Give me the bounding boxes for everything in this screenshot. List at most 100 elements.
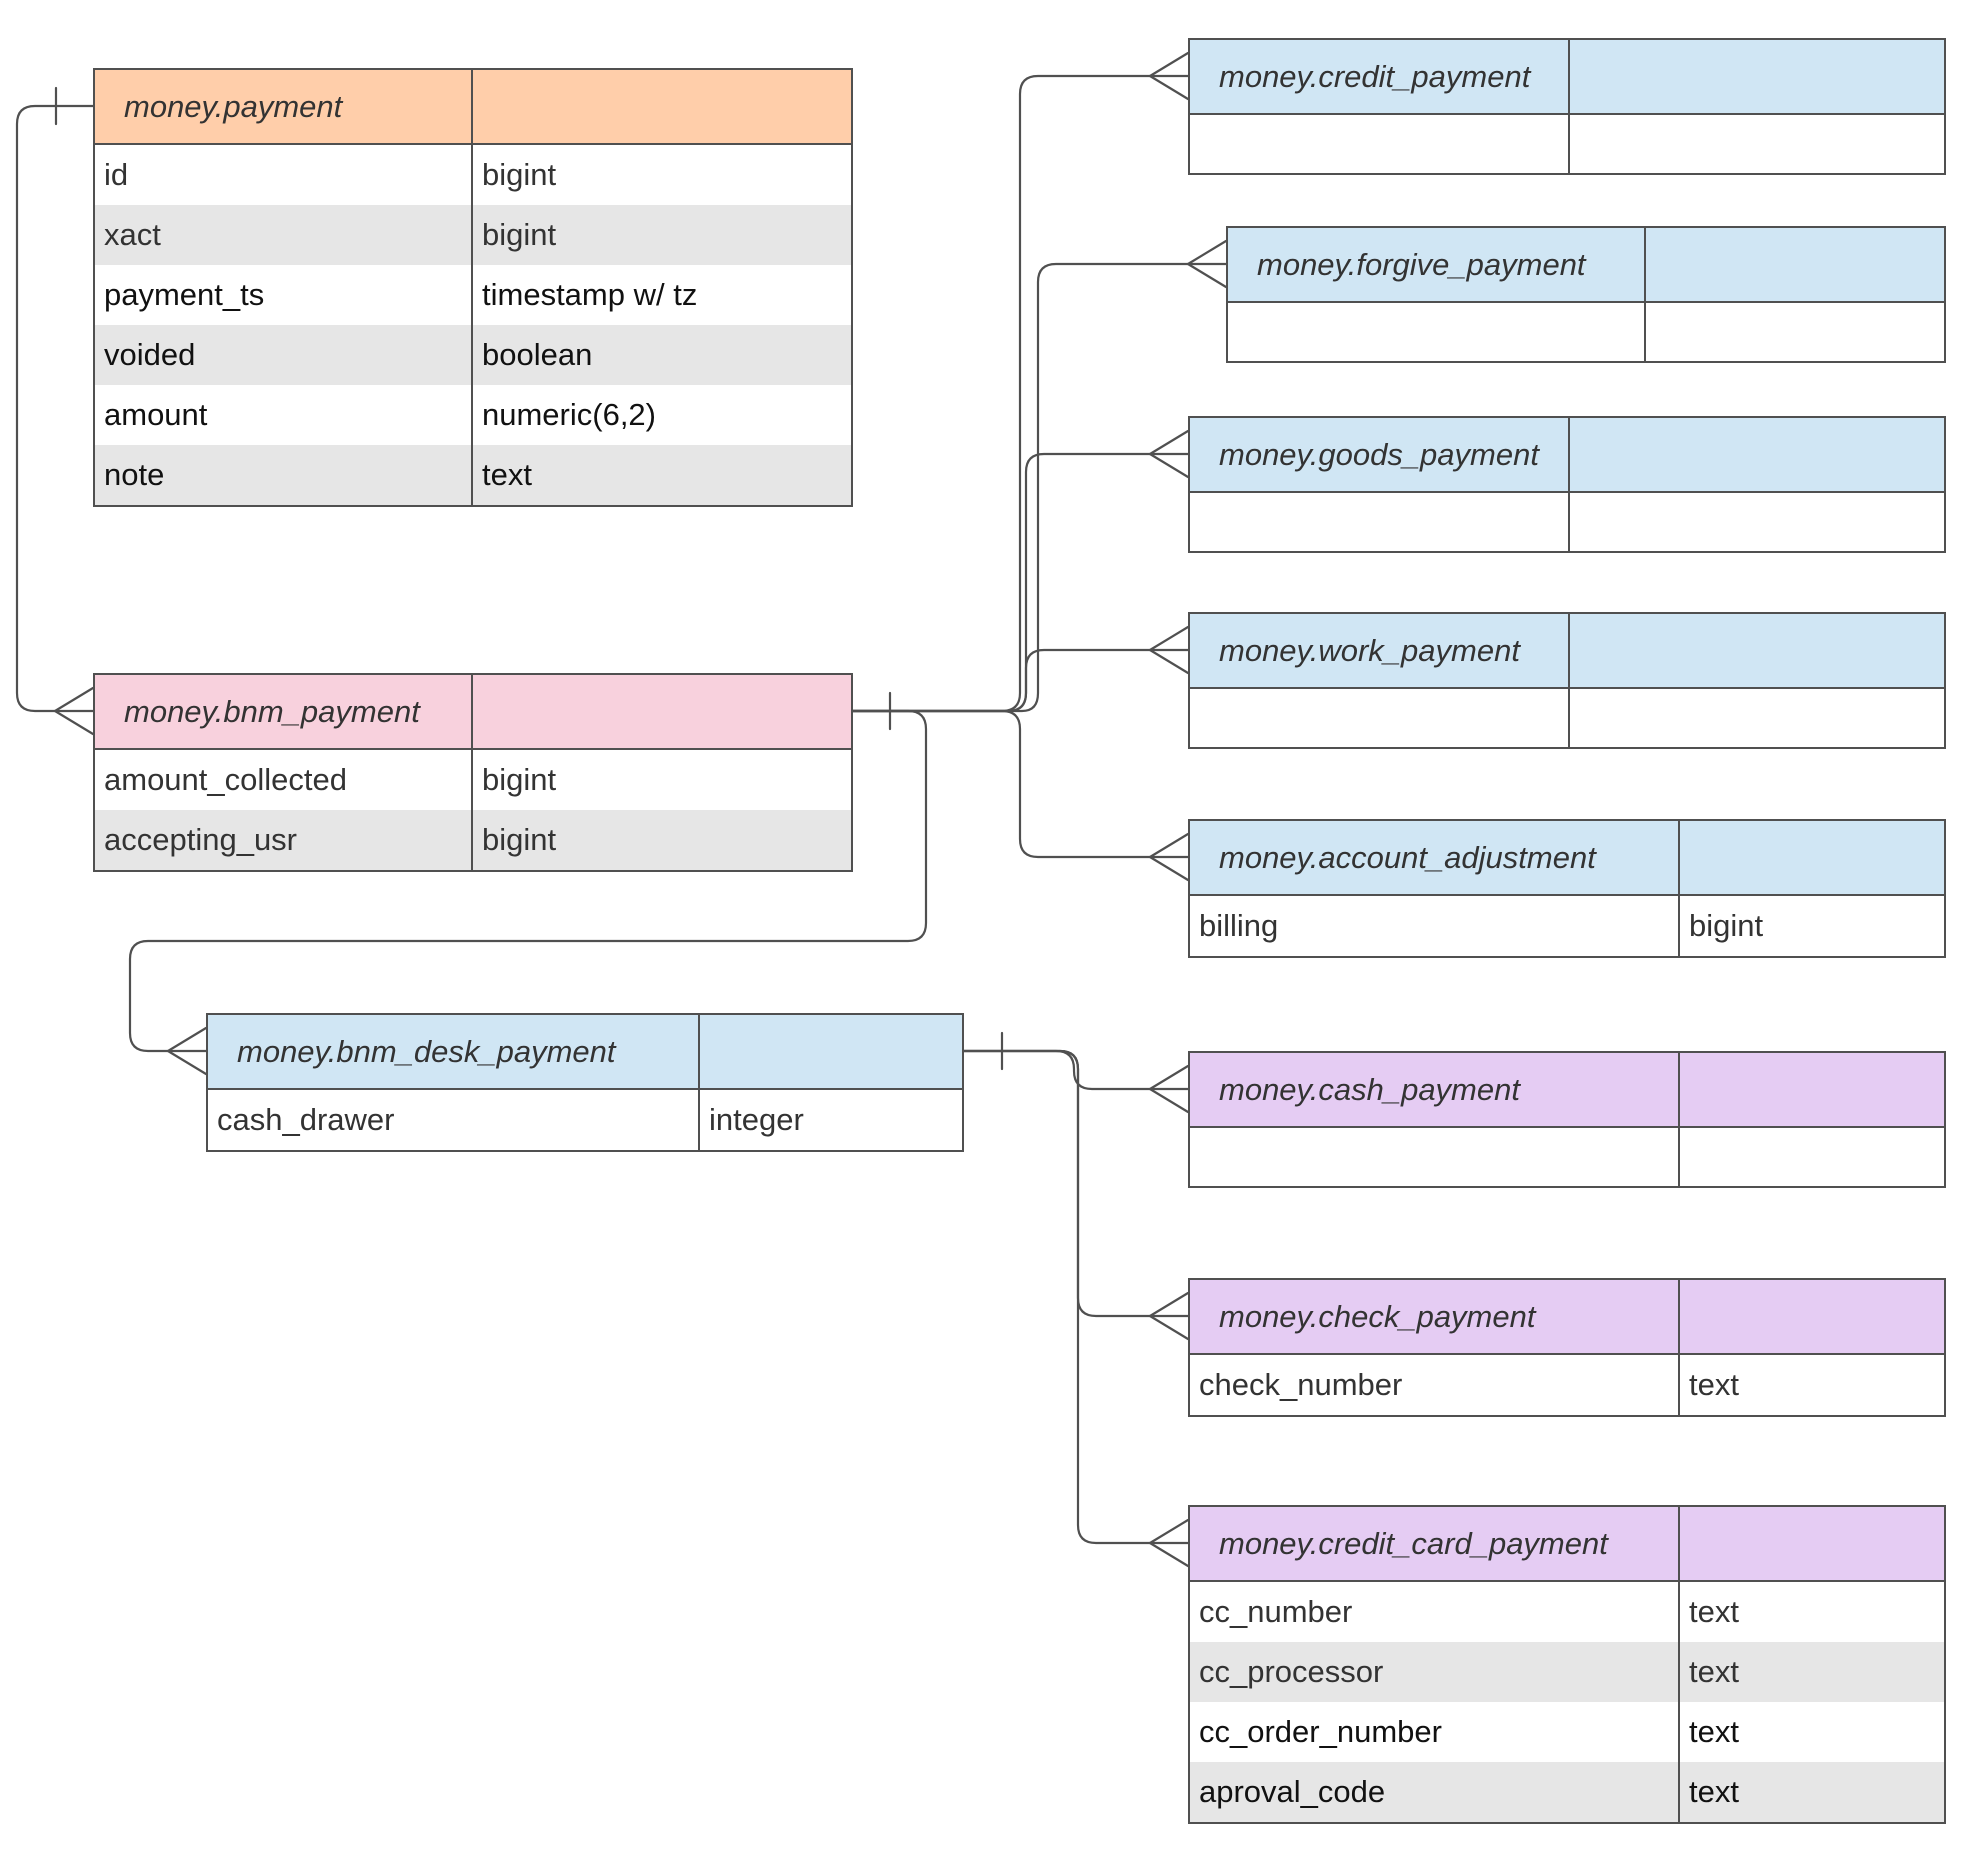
column-name: amount_collected — [95, 750, 473, 810]
table-name: money.forgive_payment — [1228, 228, 1646, 301]
table-name: money.payment — [95, 70, 473, 143]
crow-foot-forgive-payment — [1186, 239, 1228, 289]
column-type: text — [1689, 1654, 1739, 1689]
column-name: cash_drawer — [208, 1090, 700, 1150]
table-row: amount numeric(6,2) — [95, 385, 851, 445]
table-money-work-payment[interactable]: money.work_payment — [1188, 612, 1946, 749]
table-name: money.cash_payment — [1190, 1053, 1680, 1126]
connector-desk-to-credit-card-payment — [962, 1049, 1190, 1545]
table-name: money.bnm_payment — [95, 675, 473, 748]
column-name: accepting_usr — [95, 810, 473, 870]
table-row: payment_ts timestamp w/ tz — [95, 265, 851, 325]
column-type: bigint — [482, 762, 557, 797]
table-name: money.credit_card_payment — [1190, 1507, 1680, 1580]
table-row: xact bigint — [95, 205, 851, 265]
column-type: text — [1689, 1774, 1739, 1809]
table-money-check-payment[interactable]: money.check_payment check_number text — [1188, 1278, 1946, 1417]
column-name: voided — [95, 325, 473, 385]
crow-foot-credit-payment — [1148, 51, 1190, 101]
crow-foot-check-payment — [1148, 1291, 1190, 1341]
column-type: text — [1689, 1367, 1739, 1402]
column-type: bigint — [482, 217, 557, 252]
header-blank-cell — [1680, 1280, 1944, 1353]
column-name: amount — [95, 385, 473, 445]
table-row-empty — [1190, 1128, 1944, 1186]
crow-foot-work-payment — [1148, 625, 1190, 675]
table-name: money.account_adjustment — [1190, 821, 1680, 894]
table-row: accepting_usr bigint — [95, 810, 851, 870]
table-money-goods-payment[interactable]: money.goods_payment — [1188, 416, 1946, 553]
table-header: money.bnm_payment — [95, 675, 851, 750]
empty-cell — [1228, 303, 1646, 361]
table-header: money.account_adjustment — [1190, 821, 1944, 896]
table-header: money.bnm_desk_payment — [208, 1015, 962, 1090]
table-header: money.cash_payment — [1190, 1053, 1944, 1128]
crow-foot-bnm-desk-payment — [166, 1026, 208, 1076]
empty-cell — [1570, 115, 1944, 173]
connector-bnm-to-account-adjustment — [850, 709, 1190, 859]
column-type: numeric(6,2) — [482, 397, 656, 432]
connector-bnm-to-work-payment — [850, 648, 1190, 713]
table-money-forgive-payment[interactable]: money.forgive_payment — [1226, 226, 1946, 363]
header-blank-cell — [1570, 614, 1944, 687]
header-blank-cell — [1680, 1053, 1944, 1126]
column-name: cc_number — [1190, 1582, 1680, 1642]
crow-foot-bnm-payment — [53, 686, 95, 736]
table-row: cc_number text — [1190, 1582, 1944, 1642]
empty-cell — [1190, 1128, 1680, 1186]
column-type: bigint — [1689, 908, 1764, 943]
column-type: bigint — [482, 157, 557, 192]
table-money-cash-payment[interactable]: money.cash_payment — [1188, 1051, 1946, 1188]
column-name: aproval_code — [1190, 1762, 1680, 1822]
crow-foot-credit-card-payment — [1148, 1518, 1190, 1568]
table-name: money.check_payment — [1190, 1280, 1680, 1353]
table-row: aproval_code text — [1190, 1762, 1944, 1822]
table-money-credit-card-payment[interactable]: money.credit_card_payment cc_number text… — [1188, 1505, 1946, 1824]
column-type: integer — [709, 1102, 804, 1137]
column-type: text — [1689, 1594, 1739, 1629]
table-row-empty — [1190, 493, 1944, 551]
table-header: money.goods_payment — [1190, 418, 1944, 493]
crow-foot-account-adjustment — [1148, 832, 1190, 882]
table-name: money.bnm_desk_payment — [208, 1015, 700, 1088]
table-money-bnm-payment[interactable]: money.bnm_payment amount_collected bigin… — [93, 673, 853, 872]
crow-foot-goods-payment — [1148, 429, 1190, 479]
header-blank-cell — [1680, 1507, 1944, 1580]
table-row-empty — [1190, 689, 1944, 747]
table-header: money.check_payment — [1190, 1280, 1944, 1355]
header-blank-cell — [473, 675, 851, 748]
column-name: xact — [95, 205, 473, 265]
header-blank-cell — [1646, 228, 1944, 301]
table-row: billing bigint — [1190, 896, 1944, 956]
table-money-bnm-desk-payment[interactable]: money.bnm_desk_payment cash_drawer integ… — [206, 1013, 964, 1152]
column-type: bigint — [482, 822, 557, 857]
empty-cell — [1680, 1128, 1944, 1186]
crow-foot-cash-payment — [1148, 1064, 1190, 1114]
column-name: check_number — [1190, 1355, 1680, 1415]
table-money-payment[interactable]: money.payment id bigint xact bigint paym… — [93, 68, 853, 507]
header-blank-cell — [1570, 40, 1944, 113]
empty-cell — [1190, 493, 1570, 551]
table-row: amount_collected bigint — [95, 750, 851, 810]
column-type: boolean — [482, 337, 593, 372]
table-row: voided boolean — [95, 325, 851, 385]
column-name: cc_order_number — [1190, 1702, 1680, 1762]
table-row-empty — [1228, 303, 1944, 361]
empty-cell — [1570, 689, 1944, 747]
connector-bnm-to-credit-payment — [850, 74, 1190, 713]
header-blank-cell — [473, 70, 851, 143]
connector-payment-to-bnm-payment — [15, 104, 95, 713]
table-money-credit-payment[interactable]: money.credit_payment — [1188, 38, 1946, 175]
empty-cell — [1190, 115, 1570, 173]
connector-desk-to-cash-payment — [962, 1049, 1190, 1091]
table-header: money.credit_card_payment — [1190, 1507, 1944, 1582]
column-name: id — [95, 145, 473, 205]
column-name: cc_processor — [1190, 1642, 1680, 1702]
column-type: timestamp w/ tz — [482, 277, 698, 312]
table-money-account-adjustment[interactable]: money.account_adjustment billing bigint — [1188, 819, 1946, 958]
empty-cell — [1190, 689, 1570, 747]
table-row-empty — [1190, 115, 1944, 173]
table-header: money.work_payment — [1190, 614, 1944, 689]
header-blank-cell — [700, 1015, 962, 1088]
column-name: billing — [1190, 896, 1680, 956]
